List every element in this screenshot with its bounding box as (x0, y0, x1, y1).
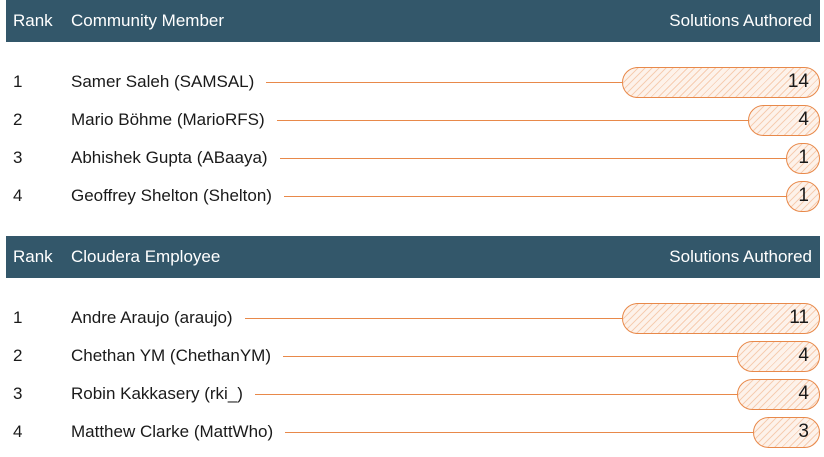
solutions-count-pill: 1 (786, 180, 820, 212)
rank-cell: 2 (13, 110, 23, 129)
table-row: 4 Geoffrey Shelton (Shelton) 1 (6, 177, 820, 215)
table-row: 3 Robin Kakkasery (rki_) 4 (6, 375, 820, 413)
rank-cell: 4 (13, 186, 23, 205)
solutions-column-header: Solutions Authored (669, 11, 812, 30)
member-link[interactable]: Matthew Clarke (MattWho) (71, 422, 274, 441)
rank-cell: 3 (13, 148, 23, 167)
employee-rows: 1 Andre Araujo (araujo) 11 2 Chethan YM … (6, 299, 820, 451)
member-column-header: Community Member (71, 11, 225, 30)
rank-column-header: Rank (13, 11, 53, 30)
table-row: 3 Abhishek Gupta (ABaaya) 1 (6, 139, 820, 177)
table-row: 1 Andre Araujo (araujo) 11 (6, 299, 820, 337)
member-link[interactable]: Abhishek Gupta (ABaaya) (71, 148, 268, 167)
solutions-count-pill: 4 (748, 104, 820, 136)
table-row: 2 Mario Böhme (MarioRFS) 4 (6, 101, 820, 139)
community-leaderboard: Rank Community Member Solutions Authored… (6, 0, 820, 215)
member-link[interactable]: Andre Araujo (araujo) (71, 308, 233, 327)
table-row: 4 Matthew Clarke (MattWho) 3 (6, 413, 820, 451)
member-link[interactable]: Chethan YM (ChethanYM) (71, 346, 272, 365)
rank-cell: 1 (13, 72, 23, 91)
community-rows: 1 Samer Saleh (SAMSAL) 14 2 Mario Böhme … (6, 63, 820, 215)
solutions-count-pill: 14 (622, 66, 820, 98)
leader-line (266, 81, 622, 83)
leader-line (279, 157, 786, 159)
leader-line (276, 119, 748, 121)
solutions-count-pill: 4 (737, 378, 820, 410)
member-link[interactable]: Samer Saleh (SAMSAL) (71, 72, 255, 91)
solutions-count-pill: 3 (753, 416, 820, 448)
community-table-header: Rank Community Member Solutions Authored (6, 0, 820, 42)
solutions-count-pill: 1 (786, 142, 820, 174)
member-link[interactable]: Robin Kakkasery (rki_) (71, 384, 243, 403)
employee-leaderboard: Rank Cloudera Employee Solutions Authore… (6, 236, 820, 451)
rank-cell: 3 (13, 384, 23, 403)
employee-table-header: Rank Cloudera Employee Solutions Authore… (6, 236, 820, 278)
table-row: 1 Samer Saleh (SAMSAL) 14 (6, 63, 820, 101)
table-row: 2 Chethan YM (ChethanYM) 4 (6, 337, 820, 375)
leader-line (285, 431, 753, 433)
rank-cell: 2 (13, 346, 23, 365)
leader-line (254, 393, 737, 395)
solutions-count-pill: 11 (622, 302, 820, 334)
leader-line (244, 317, 622, 319)
solutions-count-pill: 4 (737, 340, 820, 372)
member-link[interactable]: Geoffrey Shelton (Shelton) (71, 186, 272, 205)
rank-column-header: Rank (13, 247, 53, 266)
rank-cell: 1 (13, 308, 23, 327)
leader-line (283, 355, 737, 357)
rank-cell: 4 (13, 422, 23, 441)
leader-line (283, 195, 786, 197)
solutions-column-header: Solutions Authored (669, 247, 812, 266)
employee-column-header: Cloudera Employee (71, 247, 221, 266)
member-link[interactable]: Mario Böhme (MarioRFS) (71, 110, 265, 129)
